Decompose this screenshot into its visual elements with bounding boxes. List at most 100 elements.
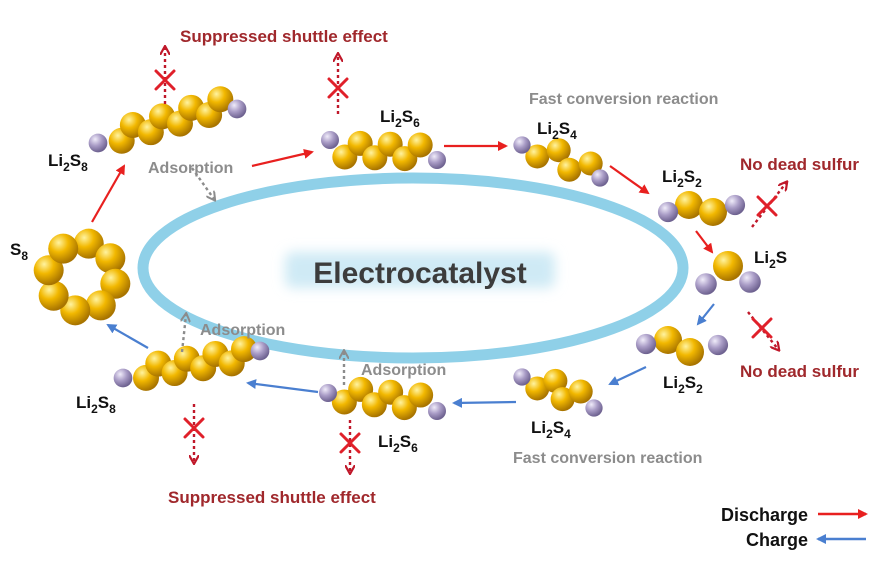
discharge-arrow-li2s2-to-li2s — [695, 230, 714, 254]
sulfur-atom — [699, 198, 727, 226]
molecule-li2s8-top — [88, 86, 247, 154]
species-li2s: Li2S — [754, 248, 787, 271]
annotation-dead-sulfur-1: No dead sulfur — [740, 155, 859, 174]
sulfur-atom — [675, 191, 703, 219]
species-li2s6-bottom: Li2S6 — [378, 432, 418, 455]
block-cross-icon — [339, 432, 361, 454]
discharge-arrows — [91, 141, 714, 254]
species-li2s6-top: Li2S6 — [380, 107, 420, 130]
sulfur-atom — [207, 86, 234, 113]
lithium-atom — [695, 273, 717, 295]
sulfur-atom — [676, 338, 704, 366]
lithium-atom — [250, 341, 270, 361]
sulfur-atom — [85, 290, 116, 321]
sulfur-atom — [60, 295, 91, 326]
annotation-fast-top: Fast conversion reaction — [529, 91, 718, 108]
block-cross-icon — [327, 77, 349, 99]
sulfur-atom — [578, 151, 603, 176]
lithium-atom — [513, 136, 531, 154]
sulfur-atom — [525, 376, 550, 401]
annotation-dead-sulfur-2: No dead sulfur — [740, 362, 859, 381]
molecule-li2s8-bottom — [113, 336, 270, 391]
legend-discharge-label: Discharge — [721, 505, 808, 525]
molecule-li2s4-top — [513, 136, 609, 187]
sulfur-atom — [546, 138, 571, 163]
molecule-li2s2-top — [657, 191, 746, 226]
sulfur-atom — [525, 144, 550, 169]
sulfur-atom — [408, 382, 434, 408]
species-s8: S8 — [10, 240, 28, 263]
sulfur-atom — [230, 336, 257, 363]
annotation-fast-bottom: Fast conversion reaction — [513, 450, 702, 467]
sulfur-atom — [33, 255, 64, 286]
charge-arrow-li2s-to-li2s2 — [696, 303, 715, 326]
block-cross-icon — [751, 317, 773, 339]
sulfur-atom — [654, 326, 682, 354]
charge-arrow-li2s8-to-s8 — [106, 324, 149, 349]
species-li2s8-top: Li2S8 — [48, 151, 88, 174]
sulfur-atom — [568, 379, 593, 404]
molecule-s8 — [33, 228, 131, 326]
lithium-atom — [585, 399, 603, 417]
sulfur-atom — [95, 243, 126, 274]
center-label: Electrocatalyst — [313, 257, 526, 290]
lithium-atom — [657, 201, 679, 223]
legend: Discharge Charge — [721, 505, 868, 550]
species-li2s4-top: Li2S4 — [537, 119, 577, 142]
legend-charge-label: Charge — [746, 530, 808, 550]
molecule-li2s6-bottom — [319, 376, 446, 421]
discharge-arrow-li2s8-to-li2s6 — [251, 148, 314, 168]
annotation-adsorption-1: Adsorption — [148, 160, 233, 177]
annotation-shuttle-top: Suppressed shuttle effect — [180, 27, 388, 46]
sulfur-atom — [543, 368, 568, 393]
species-li2s4-bottom: Li2S4 — [531, 418, 571, 441]
lithium-atom — [428, 151, 446, 169]
block-cross-icon — [756, 195, 778, 217]
species-li2s2-top: Li2S2 — [662, 167, 702, 190]
molecule-li2s2-bottom — [635, 326, 729, 366]
charge-arrow-li2s4-to-li2s6 — [452, 397, 517, 408]
species-li2s8-bottom: Li2S8 — [76, 393, 116, 416]
lithium-atom — [739, 271, 761, 293]
lithium-atom — [724, 194, 746, 216]
lithium-atom — [227, 99, 247, 119]
sulfur-atom — [38, 280, 69, 311]
charge-arrows — [106, 303, 715, 408]
block-cross-icon — [154, 69, 176, 91]
sulfur-atom — [713, 251, 743, 281]
adsorption-arrow-1 — [191, 167, 214, 199]
lithium-atom — [428, 402, 446, 420]
lithium-atom — [88, 133, 108, 153]
adsorption-arrow-2 — [182, 315, 186, 353]
block-cross-icon — [183, 417, 205, 439]
block-crosses — [154, 69, 778, 454]
sulfur-atom — [73, 228, 104, 259]
sulfur-atom — [550, 387, 575, 412]
charge-arrow-li2s2-to-li2s4 — [608, 366, 647, 386]
sulfur-atom — [100, 268, 131, 299]
adsorption-arrows — [182, 167, 344, 385]
discharge-arrow-s8-to-li2s8 — [91, 164, 125, 223]
sulfur-atom — [407, 132, 433, 158]
annotation-adsorption-3: Adsorption — [361, 362, 446, 379]
molecule-li2s6-top — [321, 130, 446, 172]
discharge-arrow-li2s4-to-li2s2 — [609, 165, 650, 195]
annotation-shuttle-bottom: Suppressed shuttle effect — [168, 488, 376, 507]
species-li2s2-bottom: Li2S2 — [663, 373, 703, 396]
charge-arrow-li2s6-to-li2s8 — [246, 379, 319, 394]
center-label-glow — [285, 252, 555, 288]
lithium-atom — [707, 334, 729, 356]
molecule-li2s — [695, 251, 761, 295]
sulfur-atom — [557, 157, 582, 182]
lithium-atom — [591, 169, 609, 187]
molecule-li2s4-bottom — [513, 368, 603, 417]
sulfur-atom — [48, 233, 79, 264]
molecules-layer — [33, 86, 761, 421]
annotation-adsorption-2: Adsorption — [200, 322, 285, 339]
lithium-atom — [113, 368, 133, 388]
lithium-atom — [319, 384, 337, 402]
lithium-atom — [321, 131, 339, 149]
lithium-atom — [513, 368, 531, 386]
electrocatalyst-ring — [137, 172, 689, 364]
